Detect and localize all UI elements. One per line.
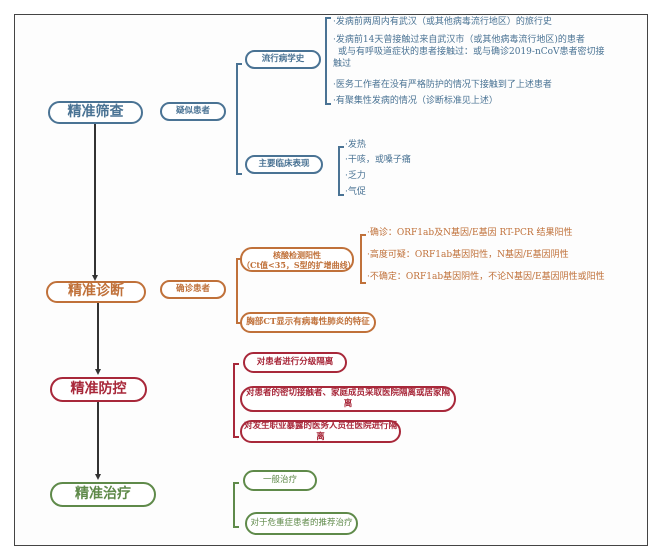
epi-item: ·有聚集性发病的情况（诊断标准见上述）: [333, 96, 498, 106]
nucleic-acid-positive: 核酸检测阳性 （Ct值<35，S型的扩增曲线）: [240, 247, 356, 272]
symptom-item: ·发热: [345, 140, 366, 150]
nucleic-item: ·不确定：ORF1ab基因阴性，不论N基因/E基因阴性或阳性: [367, 272, 605, 282]
epi-item: ·医务工作者在没有严格防护的情况下接触到了上述患者: [333, 80, 552, 90]
flow-connector: [97, 402, 99, 475]
bracket: [236, 63, 242, 175]
prevention-item: 对患者的密切接触者、家庭成员采取医院隔离或居家隔离: [240, 386, 456, 412]
stage-screening: 精准筛查: [48, 101, 143, 124]
nucleic-item: ·高度可疑：ORF1ab基因阳性，N基因/E基因阴性: [367, 250, 569, 260]
confirmed-patients: 确诊患者: [160, 280, 226, 299]
epi-item: ·发病前14天曾接触过来自武汉市（或其他病毒流行地区)的患者: [333, 35, 585, 45]
nucleic-item: ·确诊：ORF1ab及N基因/E基因 RT-PCR 结果阳性: [367, 228, 573, 238]
bracket: [338, 146, 344, 196]
symptom-item: ·气促: [345, 187, 366, 197]
clinical-signs: 主要临床表现: [245, 155, 323, 174]
stage-treatment: 精准治疗: [50, 482, 156, 507]
bracket: [233, 482, 239, 528]
treatment-item: 对于危重症患者的推荐治疗: [245, 512, 358, 535]
prevention-item: 对发生职业暴露的医务人员在医院进行隔离: [240, 420, 401, 443]
epi-history: 流行病学史: [245, 50, 321, 69]
arrow-down-icon: [95, 369, 101, 375]
epi-item: 或与有呼吸道症状的患者接触过：或与确诊2019-nCoV患者密切接: [338, 47, 605, 57]
symptom-item: ·干咳，或嗓子痛: [345, 155, 411, 165]
nucleic-line2: （Ct值<35，S型的扩增曲线）: [242, 259, 356, 270]
nucleic-line1: 核酸检测阳性: [273, 249, 321, 260]
flow-connector: [94, 124, 96, 276]
prevention-item: 对患者进行分级隔离: [243, 352, 347, 373]
bracket: [236, 258, 242, 324]
arrow-down-icon: [92, 275, 98, 281]
arrow-down-icon: [95, 474, 101, 480]
treatment-item: 一般治疗: [243, 470, 317, 491]
suspected-patients: 疑似患者: [160, 102, 226, 121]
epi-item: 触过: [333, 59, 352, 69]
chest-ct: 胸部CT显示有病毒性肺炎的特征: [240, 312, 376, 333]
bracket: [360, 234, 366, 284]
bracket: [233, 363, 239, 438]
bracket: [325, 17, 331, 105]
flow-connector: [97, 303, 99, 370]
stage-prevention: 精准防控: [50, 377, 147, 402]
epi-item: ·发病前两周内有武汉（或其他病毒流行地区）的旅行史: [333, 17, 552, 27]
symptom-item: ·乏力: [345, 171, 366, 181]
stage-diagnosis: 精准诊断: [46, 281, 146, 303]
